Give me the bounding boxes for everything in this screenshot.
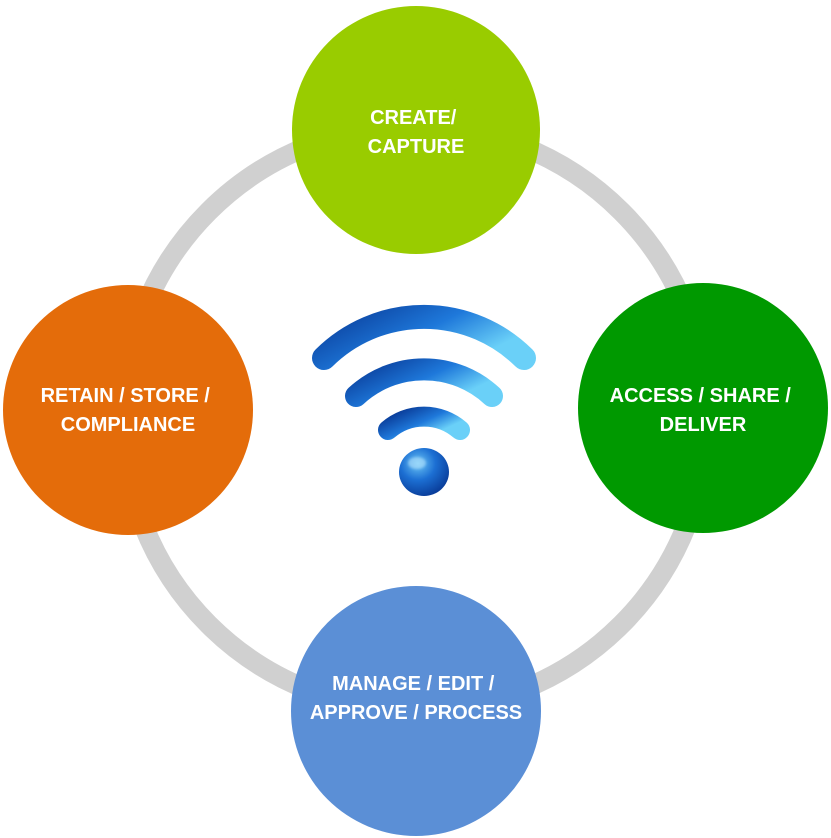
node-create-label-line-2: CAPTURE bbox=[368, 136, 465, 158]
wifi-arc-middle bbox=[345, 358, 503, 407]
node-access-circle bbox=[578, 283, 828, 533]
svg-text:ACCESS / SHARE / DELIVER: ACCESS / SHARE / DELIVER bbox=[610, 385, 797, 436]
node-access-label-line-1: ACCESS / SHARE / bbox=[610, 385, 792, 407]
node-retain-label-line-1: RETAIN / STORE / bbox=[41, 385, 211, 407]
node-access: ACCESS / SHARE / DELIVER bbox=[578, 283, 828, 533]
node-manage-circle bbox=[291, 586, 541, 836]
svg-text:RETAIN / STORE / COMPLIA: RETAIN / STORE / COMPLIANCE bbox=[41, 385, 216, 436]
node-manage: MANAGE / EDIT / APPROVE / PROCESS bbox=[291, 586, 541, 836]
node-create-circle bbox=[292, 6, 540, 254]
wifi-arc-outer bbox=[312, 304, 536, 370]
node-retain: RETAIN / STORE / COMPLIANCE bbox=[3, 285, 253, 535]
wifi-dot-highlight bbox=[408, 457, 426, 469]
svg-text:MANAGE / EDIT / APPROVE: MANAGE / EDIT / APPROVE / PROCESS bbox=[310, 673, 522, 724]
node-retain-circle bbox=[3, 285, 253, 535]
node-create: CREATE/ CAPTURE bbox=[292, 6, 540, 254]
node-access-label-line-2: DELIVER bbox=[660, 414, 747, 436]
wifi-icon bbox=[312, 304, 536, 496]
node-create-label-line-1: CREATE/ bbox=[370, 107, 457, 129]
wifi-arc-inner bbox=[378, 406, 470, 440]
svg-text:CREATE/ CAPTURE: CREATE/ CAPTURE bbox=[368, 107, 465, 158]
node-manage-label-line-1: MANAGE / EDIT / bbox=[332, 673, 495, 695]
node-manage-label-line-2: APPROVE / PROCESS bbox=[310, 702, 522, 724]
wifi-dot bbox=[399, 448, 449, 496]
node-retain-label-line-2: COMPLIANCE bbox=[61, 414, 195, 436]
